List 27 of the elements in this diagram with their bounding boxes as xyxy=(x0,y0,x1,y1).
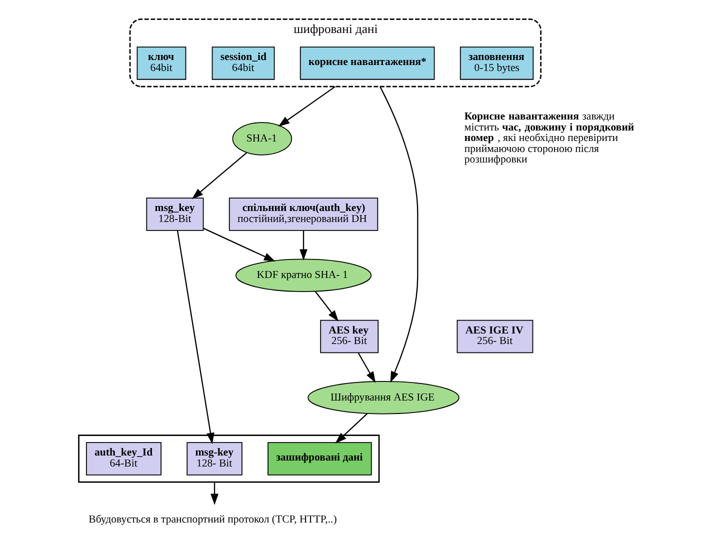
cluster xyxy=(78,434,380,483)
arrow xyxy=(357,352,376,383)
node-text: Вбудовується в транспортний протокол (TCP, HTTP,..) xyxy=(88,514,336,526)
node-box: msg-key 128- Bit xyxy=(186,442,242,476)
node-box: заповнення 0-15 bytes xyxy=(459,46,534,80)
arrow xyxy=(202,228,275,262)
node-ellipse: KDF кратно SHA- 1 xyxy=(234,258,372,292)
arrow xyxy=(334,413,368,444)
arrow xyxy=(176,230,214,444)
arrow xyxy=(299,230,307,261)
node-box: session_id 64bit xyxy=(211,46,274,80)
node-box: корисне навантаження* xyxy=(299,46,434,80)
node-box: спільний ключ(auth_key) постійний,згенерований DH xyxy=(228,198,378,231)
arrow xyxy=(278,86,336,127)
node-box: AES key 256- Bit xyxy=(320,320,378,354)
arrow xyxy=(210,482,218,506)
node-box: msg_key 128-Bit xyxy=(146,198,204,231)
node-box: AES IGE IV 256- Bit xyxy=(456,320,533,354)
node-box: ключ 64bit xyxy=(136,46,186,80)
node-ellipse: SHA-1 xyxy=(232,122,292,156)
node-box: auth_key_Id 64-Bit xyxy=(85,442,161,476)
arrow xyxy=(314,291,338,322)
node-box: зашифровані дані xyxy=(267,442,372,476)
label: Корисне навантаження завжди містить час, довжину і порядковий номер, які необхідно перевірити приймаючою стороною після розшифровки xyxy=(464,110,634,166)
arrow xyxy=(191,152,246,200)
node-ellipse: Шифрування AES IGE xyxy=(307,380,459,414)
arrow xyxy=(379,86,418,383)
